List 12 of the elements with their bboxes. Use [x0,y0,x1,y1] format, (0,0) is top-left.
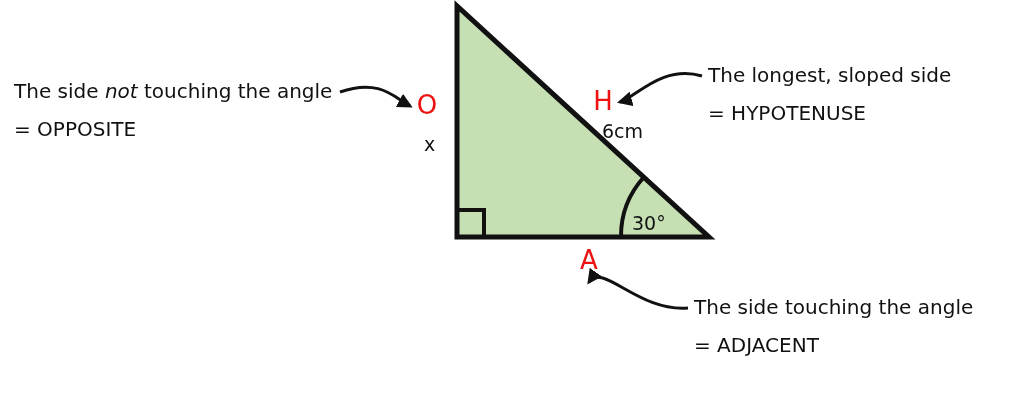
annotation-text: The side not touching the angle = OPPOSITE [14,78,334,143]
measurement-label: 30° [632,212,666,234]
curved-arrow [586,268,688,310]
side-letter: A [579,245,599,275]
annotation-text: The longest, sloped side = HYPOTENUSE [708,62,953,127]
side-letter: H [592,86,614,116]
curved-arrow [617,72,703,105]
side-letter: O [415,90,439,120]
measurement-label: x [424,133,436,155]
curved-arrow [339,85,413,108]
annotation-text: The side touching the angle = ADJACENT [694,294,975,359]
measurement-label: 6cm [602,120,644,142]
